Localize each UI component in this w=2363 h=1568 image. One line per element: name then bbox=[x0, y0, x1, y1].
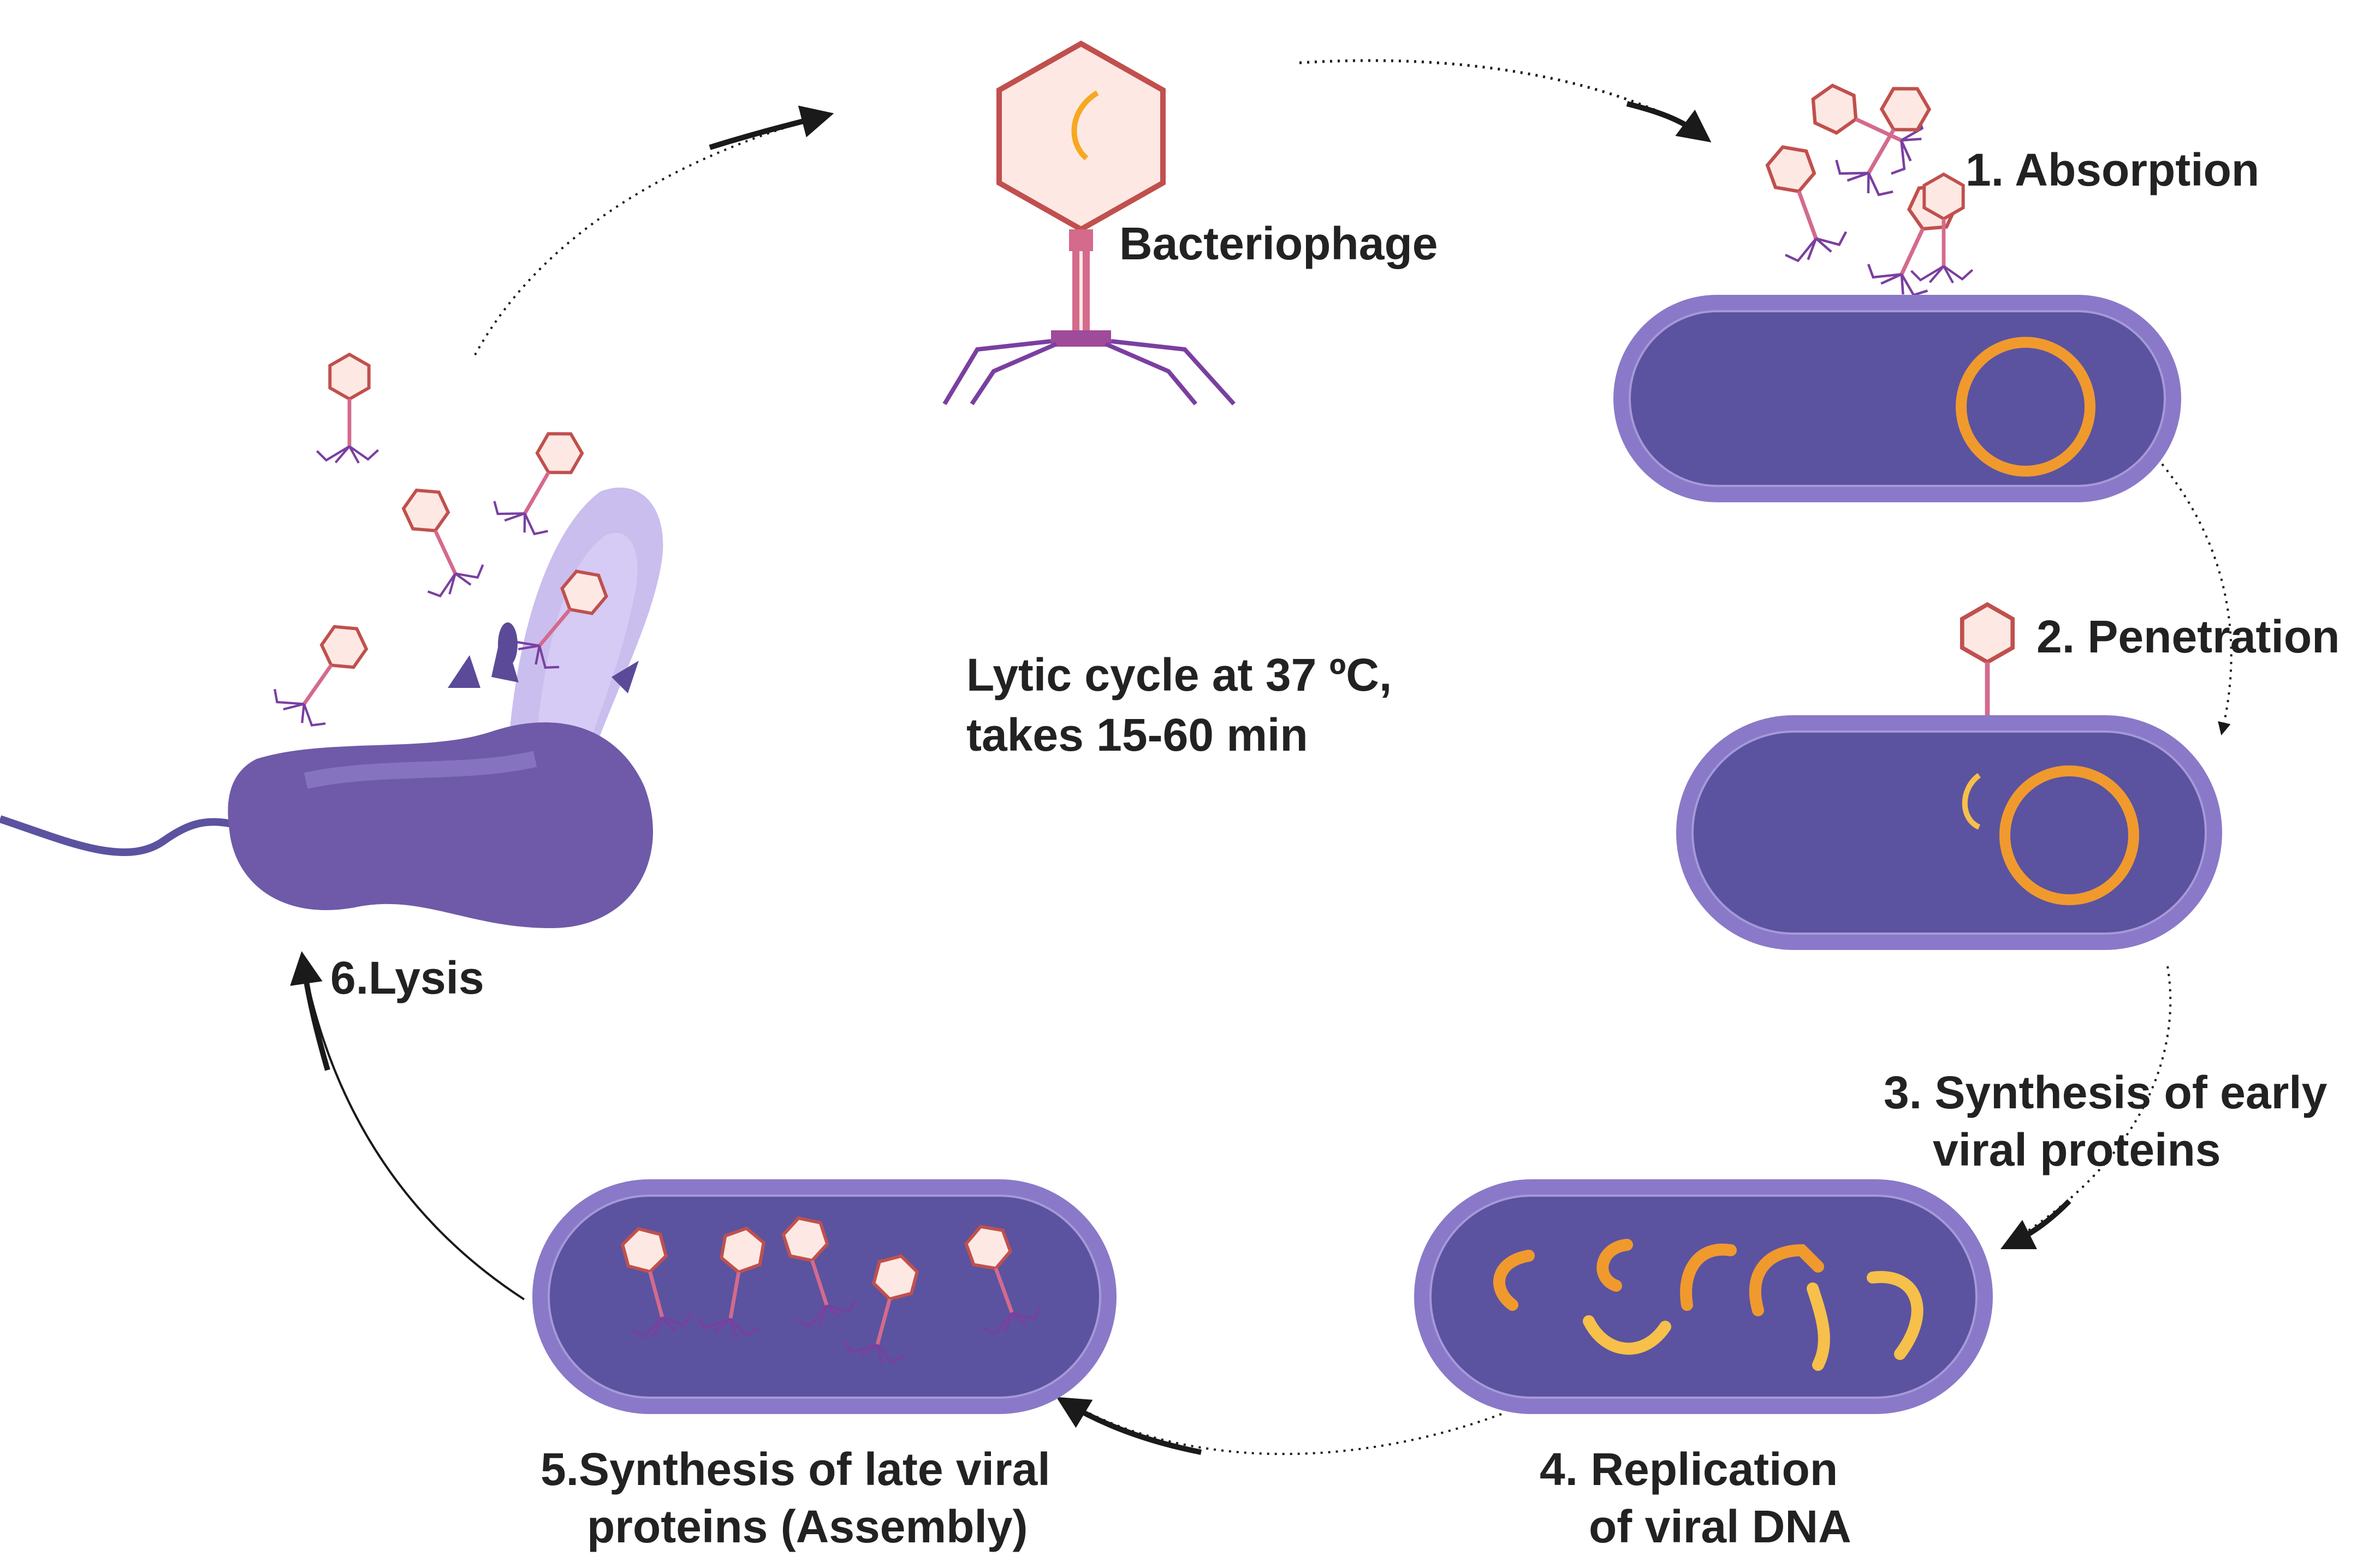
circular-dna-icon bbox=[1999, 765, 2139, 905]
arrow-lysis-to-bacteriophage bbox=[474, 116, 820, 355]
step5-label-line1: 5.Synthesis of late viral bbox=[541, 1444, 1050, 1495]
step1-label: 1. Absorption bbox=[1966, 144, 2259, 195]
step3-label-line1: 3. Synthesis of early bbox=[1884, 1067, 2328, 1118]
arrow-top-right-head bbox=[1626, 101, 1712, 142]
step3-label-line2: viral proteins bbox=[1933, 1124, 2221, 1175]
cycle-arrows bbox=[290, 59, 2233, 1456]
bacteriophage-icon bbox=[942, 40, 1236, 406]
arrow-lysis-to-bacteriophage-head bbox=[709, 105, 834, 150]
step2-label: 2. Penetration bbox=[2037, 611, 2340, 662]
arrow-replication-to-assembly-head bbox=[1056, 1397, 1202, 1455]
bacteriophage-label: Bacteriophage bbox=[1119, 218, 1438, 269]
step5-label-line2: proteins (Assembly) bbox=[587, 1501, 1028, 1552]
arrow-assembly-to-lysis bbox=[302, 960, 525, 1300]
arrow-synthesis-to-replication-head bbox=[2000, 1199, 2071, 1250]
arrow-top-right bbox=[1299, 59, 1699, 133]
step6-label: 6.Lysis bbox=[330, 952, 484, 1003]
replicated-viral-dna bbox=[1493, 1239, 1923, 1371]
center-text-line2: takes 15-60 min bbox=[966, 709, 1308, 761]
arrow-assembly-to-lysis-head bbox=[290, 951, 330, 1071]
bacterium-icon bbox=[1613, 295, 2181, 502]
step4-label-line2: of viral DNA bbox=[1589, 1501, 1851, 1552]
bacterium-icon bbox=[1676, 715, 2222, 950]
viral-dna-fragment-icon bbox=[1962, 773, 1981, 830]
arrow-absorption-to-penetration bbox=[2161, 463, 2233, 736]
arrow-replication-to-assembly bbox=[1069, 1402, 1502, 1456]
bacterium-icon bbox=[1414, 1179, 1993, 1414]
circular-dna-icon bbox=[1956, 337, 2095, 477]
step4-label-line1: 4. Replication bbox=[1540, 1444, 1838, 1495]
center-text-line1: Lytic cycle at 37 ºC, bbox=[966, 649, 1392, 700]
lysis-burst-icon bbox=[508, 487, 663, 764]
lysing-bacterium-icon bbox=[0, 622, 654, 928]
absorption-phages bbox=[1750, 72, 1973, 303]
